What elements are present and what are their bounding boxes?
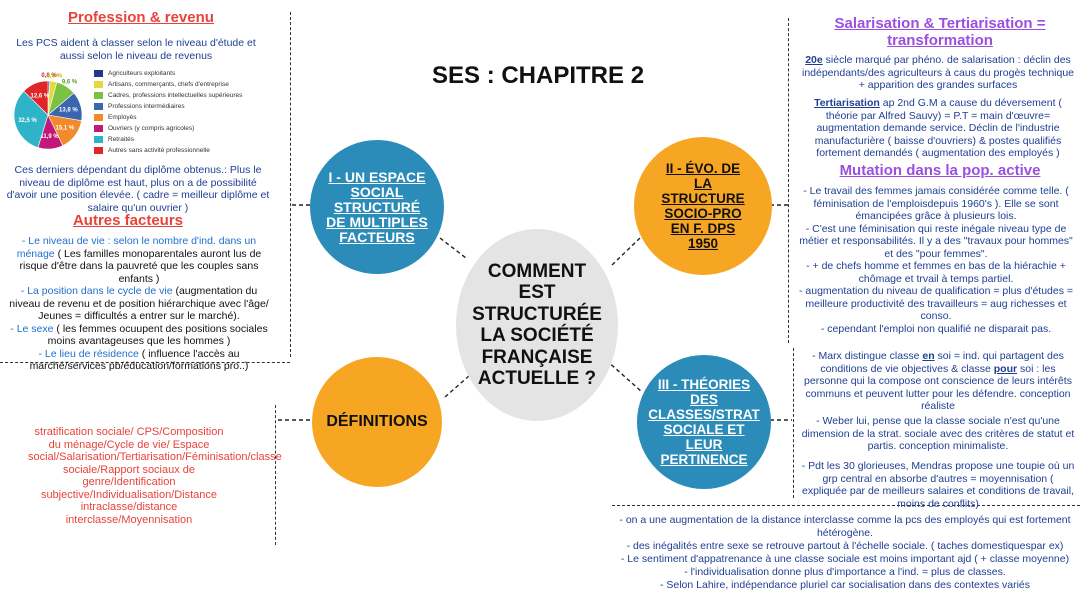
pie-slice-label: 13,8 % bbox=[59, 107, 78, 113]
legend-swatch bbox=[94, 114, 103, 121]
legend-swatch bbox=[94, 136, 103, 143]
profession-revenu-title: Profession & revenu bbox=[68, 9, 214, 26]
pie-slice-label: 9,6 % bbox=[62, 79, 78, 85]
legend-item: Artisans, commerçants, chefs d'entrepris… bbox=[94, 79, 284, 90]
legend-swatch bbox=[94, 81, 103, 88]
pcs-pie-chart: 0,8 %3,4 %9,6 % 13,8 % 15,1 % 11,9 % 32,5 % 1… bbox=[13, 73, 83, 150]
pie-slice-label: 0,8 % bbox=[41, 73, 57, 79]
bottom-text: - on a une augmentation de la distance i… bbox=[619, 514, 1071, 591]
legend-swatch bbox=[94, 147, 103, 154]
definitions-list: stratification sociale/ CPS/Composition … bbox=[28, 426, 282, 526]
pie-slice-label: 3,4 % bbox=[47, 73, 63, 79]
salarisation-text-1: 20e siècle marqué par phéno. de salarisa… bbox=[801, 54, 1075, 91]
legend-item: Retraités bbox=[94, 134, 284, 145]
autres-facteurs-list: - Le niveau de vie : selon le nombre d'i… bbox=[9, 235, 269, 372]
page-title: SES : CHAPITRE 2 bbox=[432, 62, 645, 89]
left-divider-horizontal bbox=[0, 362, 290, 363]
pie-slice-label: 15,1 % bbox=[56, 126, 75, 132]
left-divider-bottom bbox=[275, 405, 276, 545]
autres-facteurs-title: Autres facteurs bbox=[72, 212, 184, 229]
right-divider-top bbox=[788, 18, 789, 343]
salarisation-text-2: Tertiarisation ap 2nd G.M a cause du dév… bbox=[814, 97, 1062, 159]
legend-item: Autres sans activité professionnelle bbox=[94, 145, 284, 156]
legend-swatch bbox=[94, 70, 103, 77]
legend-item: Agriculteurs exploitants bbox=[94, 68, 284, 79]
bottom-divider bbox=[612, 505, 1080, 506]
legend-item: Employés bbox=[94, 112, 284, 123]
pie-slice-label: 11,9 % bbox=[40, 134, 59, 140]
pie-slice bbox=[23, 80, 49, 116]
pie-slice-label: 12,6 % bbox=[31, 94, 50, 100]
diploma-text: Ces derniers dépendant du diplôme obtenu… bbox=[6, 164, 270, 214]
salarisation-title: Salarisation & Tertiarisation =transform… bbox=[834, 15, 1046, 49]
left-divider-top bbox=[290, 12, 291, 357]
definitions-bubble: DÉFINITIONS bbox=[312, 357, 442, 487]
pie-legend: Agriculteurs exploitants Artisans, comme… bbox=[94, 68, 284, 156]
legend-swatch bbox=[94, 92, 103, 99]
weber-text: - Weber lui, pense que la classe sociale… bbox=[801, 415, 1075, 452]
pie-slice bbox=[13, 90, 49, 148]
legend-swatch bbox=[94, 103, 103, 110]
legend-item: Ouvriers (y compris agricoles) bbox=[94, 123, 284, 134]
mutation-title: Mutation dans la pop. active bbox=[839, 162, 1041, 179]
pie-slice-label: 32,5 % bbox=[18, 118, 37, 124]
mendras-text: - Pdt les 30 glorieuses, Mendras propose… bbox=[801, 460, 1075, 510]
pcs-text: Les PCS aident à classer selon le niveau… bbox=[16, 37, 256, 62]
mutation-text: - Le travail des femmes jamais considéré… bbox=[798, 185, 1074, 335]
marx-text: - Marx distingue classe en soi = ind. qu… bbox=[804, 350, 1072, 412]
right-divider-bottom bbox=[793, 348, 794, 498]
legend-item: Cadres, professions intellectuelles supé… bbox=[94, 90, 284, 101]
legend-swatch bbox=[94, 125, 103, 132]
definitions-label: DÉFINITIONS bbox=[326, 413, 428, 430]
legend-item: Professions intermédiaires bbox=[94, 101, 284, 112]
